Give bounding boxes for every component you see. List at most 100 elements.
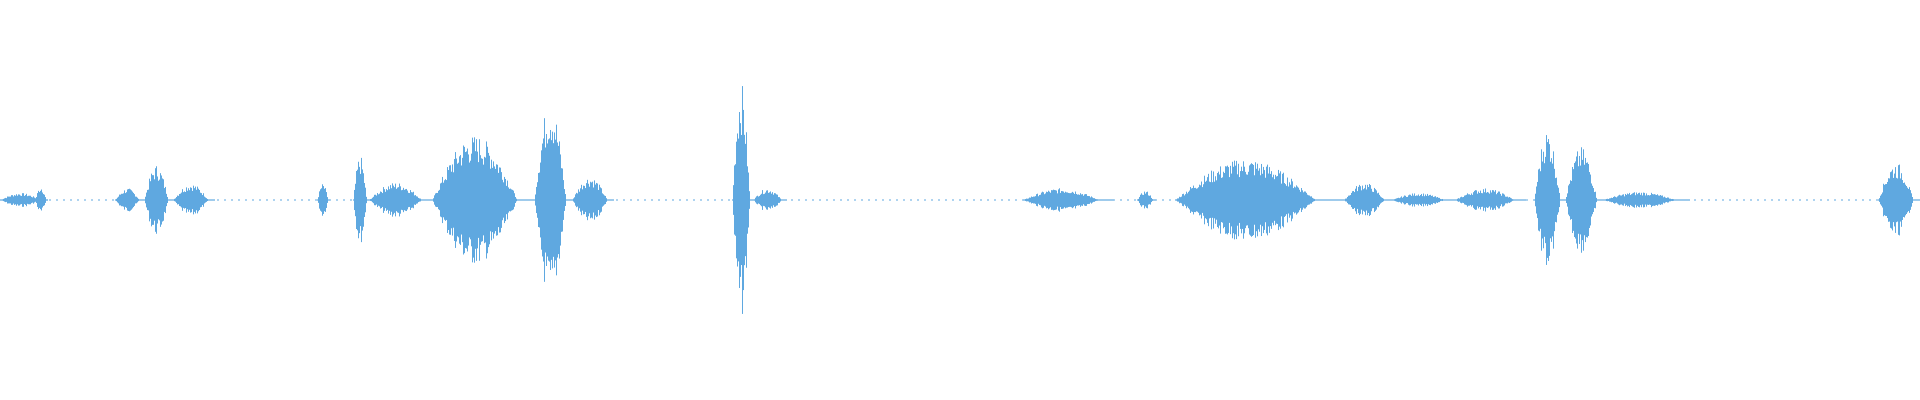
waveform-sample bbox=[516, 198, 517, 202]
waveform-sample bbox=[1656, 195, 1657, 205]
waveform-sample bbox=[1588, 164, 1589, 236]
waveform-sample bbox=[37, 193, 38, 207]
waveform-sample bbox=[1311, 196, 1312, 204]
waveform-sample bbox=[484, 156, 485, 244]
waveform-sample bbox=[1438, 197, 1439, 203]
waveform-sample bbox=[575, 194, 576, 206]
waveform-sample bbox=[1626, 194, 1627, 206]
waveform-sample bbox=[780, 198, 781, 202]
waveform-sample bbox=[1258, 170, 1259, 230]
waveform-sample bbox=[1397, 198, 1398, 202]
waveform-sample bbox=[1644, 192, 1645, 208]
waveform-sample bbox=[1470, 195, 1471, 205]
waveform-sample bbox=[593, 187, 594, 213]
waveform-sample bbox=[3, 198, 4, 202]
waveform-sample bbox=[1229, 177, 1230, 223]
waveform-sample bbox=[1086, 194, 1087, 206]
waveform-sample bbox=[552, 131, 553, 269]
waveform-sample bbox=[1557, 185, 1558, 215]
waveform-sample bbox=[1088, 196, 1089, 204]
waveform-sample bbox=[186, 187, 187, 213]
waveform-sample bbox=[1313, 198, 1314, 202]
waveform-sample bbox=[1077, 194, 1078, 206]
waveform-sample bbox=[39, 192, 40, 208]
waveform-sample bbox=[1487, 192, 1488, 208]
waveform-sample bbox=[1390, 199, 1391, 201]
waveform-sample bbox=[123, 193, 124, 207]
waveform-sample bbox=[1464, 195, 1465, 205]
waveform-sample bbox=[465, 152, 466, 248]
waveform-sample bbox=[17, 195, 18, 205]
waveform-sample bbox=[1559, 192, 1560, 208]
waveform-sample bbox=[761, 193, 762, 207]
waveform-sample bbox=[1184, 195, 1185, 205]
waveform-sample bbox=[1906, 186, 1907, 214]
waveform-sample bbox=[1465, 195, 1466, 205]
waveform-sample bbox=[733, 185, 734, 215]
waveform-sample bbox=[410, 190, 411, 210]
waveform-sample bbox=[1636, 192, 1637, 208]
waveform-sample bbox=[501, 172, 502, 228]
waveform-sample bbox=[1425, 194, 1426, 206]
waveform-sample bbox=[1052, 190, 1053, 210]
waveform-sample bbox=[130, 189, 131, 211]
waveform-sample bbox=[1306, 192, 1307, 208]
waveform-sample bbox=[594, 180, 595, 220]
waveform-sample bbox=[1272, 177, 1273, 223]
waveform-sample bbox=[1, 199, 2, 201]
waveform-sample bbox=[1206, 180, 1207, 220]
waveform-sample bbox=[739, 112, 740, 288]
waveform-sample bbox=[1460, 197, 1461, 203]
waveform-sample bbox=[138, 198, 139, 202]
waveform-sample bbox=[1399, 198, 1400, 202]
waveform-sample bbox=[1024, 199, 1025, 201]
waveform-sample bbox=[535, 194, 536, 206]
waveform-sample bbox=[749, 191, 750, 209]
waveform-sample bbox=[1247, 174, 1248, 226]
waveform-sample bbox=[1524, 199, 1525, 201]
waveform-sample bbox=[146, 192, 147, 208]
waveform-sample bbox=[1304, 191, 1305, 209]
waveform-sample bbox=[1901, 173, 1902, 227]
waveform-sample bbox=[1553, 151, 1554, 249]
waveform-sample bbox=[1497, 192, 1498, 208]
waveform-sample bbox=[1605, 199, 1606, 201]
waveform-sample bbox=[1048, 190, 1049, 210]
waveform-sample bbox=[31, 196, 32, 204]
waveform-sample bbox=[476, 139, 477, 261]
waveform-sample bbox=[47, 199, 48, 201]
waveform-sample bbox=[1513, 199, 1514, 201]
waveform-sample bbox=[1218, 171, 1219, 229]
waveform-sample bbox=[1284, 183, 1285, 217]
waveform-sample bbox=[200, 192, 201, 208]
waveform-sample bbox=[1395, 198, 1396, 202]
waveform-sample bbox=[1146, 192, 1147, 208]
waveform-sample bbox=[1641, 192, 1642, 208]
waveform-sample bbox=[1632, 193, 1633, 207]
waveform-sample bbox=[1385, 199, 1386, 201]
waveform-sample bbox=[489, 155, 490, 245]
waveform-sample bbox=[1634, 192, 1635, 208]
waveform-sample bbox=[459, 156, 460, 244]
waveform-sample bbox=[1517, 199, 1518, 201]
waveform-sample bbox=[1414, 193, 1415, 207]
waveform-sample bbox=[1651, 192, 1652, 208]
waveform-sample bbox=[1668, 197, 1669, 203]
waveform-sample bbox=[1248, 171, 1249, 229]
waveform-sample bbox=[159, 179, 160, 221]
waveform-sample bbox=[399, 183, 400, 217]
waveform-sample bbox=[1262, 173, 1263, 227]
waveform-sample bbox=[1684, 199, 1685, 201]
waveform-sample bbox=[1677, 199, 1678, 201]
waveform-sample bbox=[1442, 198, 1443, 202]
waveform-sample bbox=[324, 188, 325, 212]
waveform-sample bbox=[1511, 198, 1512, 202]
waveform-sample bbox=[400, 186, 401, 214]
waveform-sample bbox=[1612, 198, 1613, 202]
waveform-sample bbox=[1241, 166, 1242, 234]
waveform-sample bbox=[180, 193, 181, 207]
waveform-sample bbox=[1563, 199, 1564, 201]
waveform-sample bbox=[121, 193, 122, 207]
